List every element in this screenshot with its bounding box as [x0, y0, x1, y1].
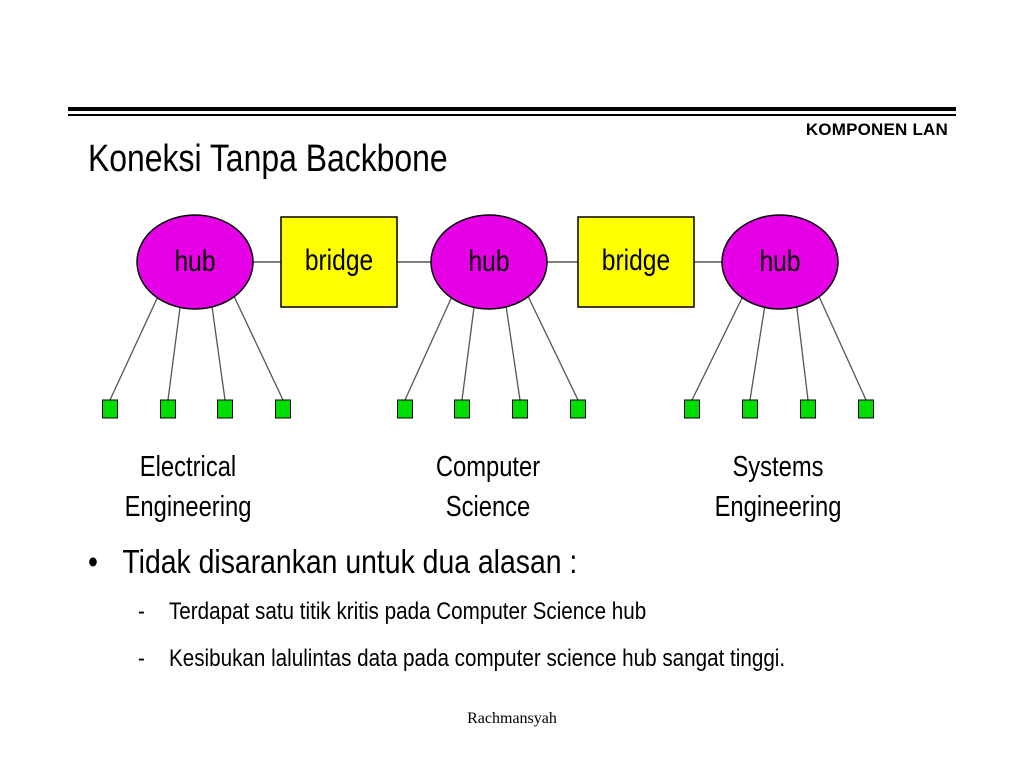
workstation-node [160, 399, 176, 419]
station-link-line [209, 291, 226, 401]
bridge-box [280, 216, 398, 308]
workstation-node [742, 399, 758, 419]
subpoint-dash: - [138, 598, 145, 625]
hub-node [136, 214, 254, 310]
subpoint: -Kesibukan lalulintas data pada computer… [138, 645, 785, 673]
bridge-label: bridge [305, 243, 373, 277]
bullet-text: Tidak disarankan untuk dua alasan : [122, 543, 578, 580]
workstation-node [570, 399, 586, 419]
station-link-line [404, 291, 455, 401]
station-link-line [816, 291, 867, 401]
workstation-node [684, 399, 700, 419]
header-rule-thick [68, 107, 956, 111]
department-label: Systems [732, 450, 823, 483]
subpoint-dash: - [138, 645, 145, 672]
hub-label: hub [174, 244, 215, 278]
hub-node [721, 214, 839, 310]
station-link-line [749, 291, 768, 401]
station-link-line [109, 291, 161, 401]
workstation-node [800, 399, 816, 419]
subpoint: -Terdapat satu titik kritis pada Compute… [138, 598, 646, 626]
station-link-line [691, 291, 746, 401]
station-link-line [231, 291, 284, 401]
bullet-marker: • [88, 543, 98, 580]
workstation-node [397, 399, 413, 419]
slide-title: Koneksi Tanpa Backbone [88, 138, 448, 180]
department-label: Computer [436, 450, 540, 483]
workstation-node [858, 399, 874, 419]
workstation-node [275, 399, 291, 419]
department-label: Engineering [715, 490, 842, 523]
hub-label: hub [759, 244, 800, 278]
subpoint-text: Kesibukan lalulintas data pada computer … [168, 645, 786, 672]
station-link-line [525, 291, 579, 401]
workstation-node [512, 399, 528, 419]
main-bullet: • Tidak disarankan untuk dua alasan : [88, 543, 577, 581]
station-link-line [794, 291, 809, 401]
station-link-line [167, 291, 183, 401]
subpoint-text: Terdapat satu titik kritis pada Computer… [168, 598, 647, 625]
department-label: Electrical [140, 450, 236, 483]
footer-author: Rachmansyah [467, 710, 557, 727]
hub-node [430, 214, 548, 310]
hub-label: hub [468, 244, 509, 278]
bridge-label: bridge [602, 243, 670, 277]
section-label: KOMPONEN LAN [805, 120, 948, 139]
station-link-line [503, 291, 521, 401]
bridge-box [577, 216, 695, 308]
department-label: Science [446, 490, 531, 523]
workstation-node [102, 399, 118, 419]
station-link-line [461, 291, 477, 401]
department-label: Engineering [125, 490, 252, 523]
workstation-node [217, 399, 233, 419]
workstation-node [454, 399, 470, 419]
header-rule-thin [68, 114, 956, 116]
